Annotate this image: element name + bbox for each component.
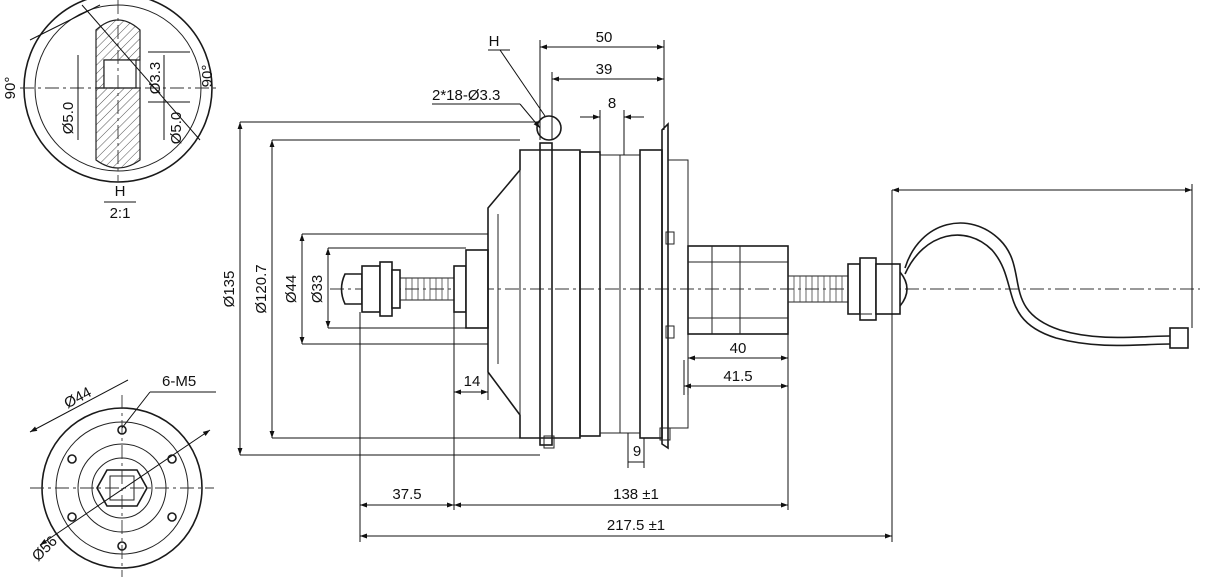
detail-h-hole-right-dim: Ø5.0 [168,112,185,145]
detail-h-scale: 2:1 [110,205,131,222]
detail-h-angle-right: 90° [199,65,216,88]
motor-side-view: 50 39 8 H 2*18-Ø3.3 Ø135 Ø120.7 Ø44 [221,29,1200,542]
dim-138: 138 ±1 [613,486,659,503]
dim-217-5: 217.5 ±1 [607,517,665,534]
flange-thread-callout: 6-M5 [162,373,196,390]
detail-h-angle-left: 90° [2,77,19,100]
flange-outer-dim: Ø56 [29,533,61,565]
dia-120-7: Ø120.7 [253,264,270,313]
flange-bolt-circle-dim: Ø44 [61,384,94,412]
dim-37-5: 37.5 [392,486,421,503]
flange-end-view: Ø44 Ø56 6-M5 [29,373,216,577]
motor-cable [904,222,1171,339]
callout-h: H [489,33,500,50]
dim-40: 40 [730,340,747,357]
dia-44: Ø44 [283,275,300,303]
detail-h-label: H [115,183,126,200]
detail-h-hole-left-dim: Ø5.0 [60,102,77,135]
dim-9: 9 [633,443,641,460]
detail-h-slot-dim: Ø3.3 [147,62,164,95]
dim-8: 8 [608,95,616,112]
dia-135: Ø135 [221,271,238,308]
dim-14: 14 [464,373,481,390]
motor-body [487,115,689,450]
detail-h-slot [103,59,137,89]
dim-39: 39 [596,61,613,78]
dia-33: Ø33 [309,275,326,303]
freewheel [687,245,789,335]
dimension-lines: 50 39 8 H 2*18-Ø3.3 Ø135 Ø120.7 Ø44 [221,29,1193,542]
dim-41-5: 41.5 [723,368,752,385]
detail-h-view: 90° 90° Ø5.0 Ø5.0 Ø3.3 H 2:1 [2,0,216,222]
left-axle-assembly [340,249,489,329]
holes-callout: 2*18-Ø3.3 [432,87,500,104]
right-axle-assembly [787,257,908,321]
dim-50: 50 [596,29,613,46]
cable-connector [1169,327,1189,349]
